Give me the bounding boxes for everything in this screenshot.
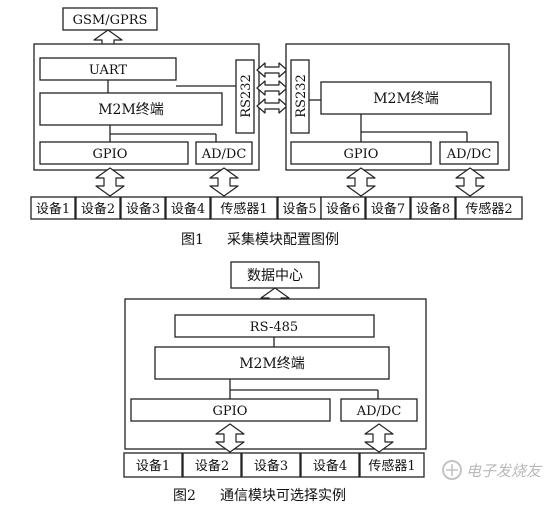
watermark-text: 电子发烧友 [466, 462, 543, 480]
rs232-link-arrow-2 [256, 80, 288, 96]
m2m-left-label: M2M终端 [98, 102, 164, 118]
fig2-device-box-4 [300, 452, 360, 478]
gsm-gprs-label: GSM/GPRS [73, 13, 148, 28]
device-row: 设备1 设备2 设备3 设备4 传感器1 [123, 452, 425, 478]
left-device-label-5: 传感器1 [220, 201, 267, 217]
gsm-gprs-box [62, 7, 158, 31]
fig2-device-label-3: 设备3 [254, 458, 288, 474]
rs485-label: RS-485 [250, 320, 298, 335]
addc-label: AD/DC [356, 404, 402, 419]
gpio-right-label: GPIO [344, 147, 379, 162]
right-device-box-5 [455, 196, 523, 220]
figure-1: GSM/GPRS UART RS232 M2M终端 GPIO AD/DC [30, 7, 523, 248]
gpio-right-box [290, 141, 432, 165]
addc-right-label: AD/DC [446, 147, 492, 162]
right-device-row: 设备5 设备6 设备7 设备8 传感器2 [277, 196, 523, 220]
gpio-right-devices-arrow [346, 167, 376, 197]
addc-left-sensor-arrow [209, 167, 239, 197]
fig2-device-box-5 [359, 452, 425, 478]
left-device-box-2 [75, 196, 121, 220]
watermark-logo-icon [442, 460, 462, 480]
addc-right-sensor-arrow [455, 167, 485, 197]
left-device-label-2: 设备2 [81, 201, 115, 217]
figure-1-caption-text: 采集模块配置图例 [227, 231, 339, 248]
figure-2-caption-number: 图2 [173, 488, 196, 504]
rs232-left-label: RS232 [239, 74, 254, 118]
fig2-device-label-5: 传感器1 [368, 458, 415, 474]
figure-1-caption-number: 图1 [181, 232, 204, 248]
figure-2-caption-text: 通信模块可选择实例 [220, 488, 346, 504]
addc-right-box [439, 141, 499, 165]
right-device-label-2: 设备6 [326, 201, 360, 217]
rs232-right-box [290, 59, 310, 134]
right-device-label-1: 设备5 [282, 201, 316, 217]
rs232-link-arrow-3 [256, 98, 288, 114]
uart-label: UART [89, 63, 128, 78]
left-device-box-3 [120, 196, 166, 220]
gpio-label: GPIO [213, 404, 248, 419]
rs232-right-label: RS232 [294, 74, 309, 118]
left-device-box-5 [210, 196, 278, 220]
fig2-device-label-2: 设备2 [195, 458, 229, 474]
gpio-left-label: GPIO [93, 147, 128, 162]
m2m-center-box [154, 346, 390, 380]
left-device-row: 设备1 设备2 设备3 设备4 传感器1 [30, 196, 278, 220]
fig2-device-box-2 [182, 452, 242, 478]
m2m-left-box [39, 92, 223, 126]
watermark-logo-cross [446, 464, 458, 476]
rs232-link-arrow-1 [256, 62, 288, 78]
m2m-right-box [320, 81, 492, 115]
fig2-device-label-1: 设备1 [136, 458, 170, 474]
m2m-center-label: M2M终端 [239, 356, 305, 372]
datacenter-box [230, 261, 320, 289]
gpio-box [130, 398, 331, 422]
gpio-left-devices-arrow [95, 167, 125, 197]
right-device-label-3: 设备7 [371, 201, 405, 217]
right-device-box-4 [410, 196, 456, 220]
fig2-device-box-1 [123, 452, 183, 478]
right-device-box-2 [320, 196, 366, 220]
left-device-box-4 [165, 196, 211, 220]
left-device-label-3: 设备3 [126, 201, 160, 217]
watermark: 电子发烧友 [442, 460, 543, 480]
left-device-label-1: 设备1 [36, 201, 70, 217]
right-device-label-4: 设备8 [416, 201, 450, 217]
fig2-device-box-3 [241, 452, 301, 478]
m2m-right-label: M2M终端 [373, 91, 439, 107]
rs232-left-box [235, 59, 255, 134]
addc-box [340, 398, 418, 422]
addc-left-box [195, 141, 253, 165]
right-device-box-3 [365, 196, 411, 220]
fig2-device-label-4: 设备4 [313, 458, 347, 474]
datacenter-label: 数据中心 [247, 268, 303, 284]
right-device-label-5: 传感器2 [465, 201, 512, 217]
gpio-left-box [39, 141, 189, 165]
addc-left-label: AD/DC [201, 147, 247, 162]
left-device-label-4: 设备4 [171, 201, 205, 217]
left-device-box-1 [30, 196, 76, 220]
